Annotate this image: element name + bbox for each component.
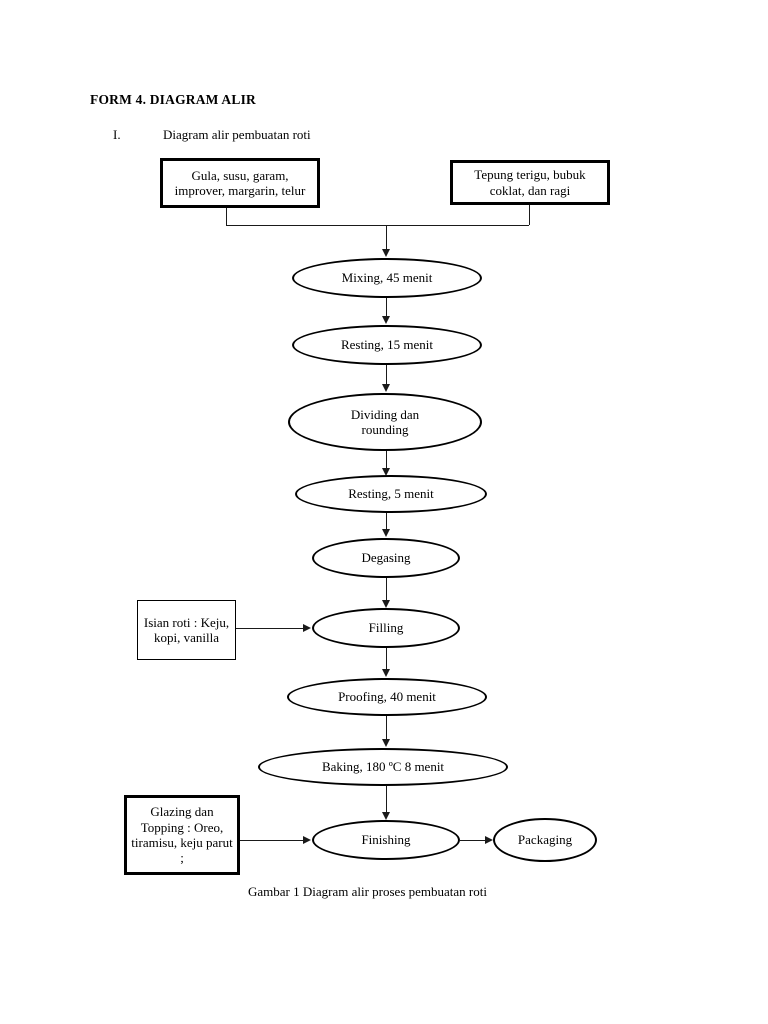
connector-mixing-to-resting1: [386, 298, 387, 317]
flow-node-resting2: Resting, 5 menit: [295, 475, 487, 513]
flow-node-resting1: Resting, 15 menit: [292, 325, 482, 365]
connector-dividing-to-resting2: [386, 451, 387, 469]
arrowhead-to-filling: [382, 600, 390, 608]
connector-merge-to-mixing: [386, 225, 387, 250]
connector-finishing-input-to-finishing: [240, 840, 305, 841]
flow-node-filling-input-label: Isian roti : Keju, kopi, vanilla: [143, 614, 230, 645]
connector-resting2-to-degasing: [386, 513, 387, 530]
flow-node-packaging: Packaging: [493, 818, 597, 862]
flow-node-finishing-input: Glazing dan Topping : Oreo, tiramisu, ke…: [124, 795, 240, 875]
flow-node-filling-label: Filling: [368, 620, 404, 636]
flow-node-resting1-label: Resting, 15 menit: [340, 337, 434, 353]
flow-node-filling: Filling: [312, 608, 460, 648]
arrowhead-to-mixing: [382, 249, 390, 257]
flow-node-input-wet: Gula, susu, garam, improver, margarin, t…: [160, 158, 320, 208]
arrowhead-to-resting2: [382, 468, 390, 476]
flow-node-baking-label: Baking, 180 ºC 8 menit: [321, 759, 445, 775]
flow-node-input-dry-label: Tepung terigu, bubuk coklat, dan ragi: [474, 167, 586, 198]
flow-node-dividing-label: Dividing dan rounding: [350, 406, 420, 437]
figure-caption: Gambar 1 Diagram alir proses pembuatan r…: [248, 884, 487, 899]
flow-node-mixing: Mixing, 45 menit: [292, 258, 482, 298]
flow-node-mixing-label: Mixing, 45 menit: [341, 270, 433, 286]
connector-degasing-to-filling: [386, 578, 387, 601]
flow-node-proofing: Proofing, 40 menit: [287, 678, 487, 716]
arrowhead-to-finishing: [382, 812, 390, 820]
arrowhead-to-proofing: [382, 669, 390, 677]
arrowhead-to-filling-side: [303, 624, 311, 632]
flow-node-proofing-label: Proofing, 40 menit: [338, 689, 436, 705]
connector-baking-to-finishing: [386, 786, 387, 813]
connector-filling-input-to-filling: [236, 628, 305, 629]
arrowhead-to-dividing: [382, 384, 390, 392]
flow-node-resting2-label: Resting, 5 menit: [348, 486, 434, 502]
flow-node-filling-input: Isian roti : Keju, kopi, vanilla: [137, 600, 236, 660]
flow-node-finishing-label: Finishing: [361, 832, 411, 848]
flow-node-degasing-label: Degasing: [361, 550, 411, 566]
flow-node-packaging-label: Packaging: [517, 832, 573, 848]
connector-input-wet-down: [226, 208, 227, 225]
connector-finishing-to-packaging: [460, 840, 487, 841]
connector-inputs-merge: [226, 225, 529, 226]
page-title: FORM 4. DIAGRAM ALIR: [90, 92, 256, 107]
flow-node-finishing-input-label: Glazing dan Topping : Oreo, tiramisu, ke…: [131, 804, 233, 866]
flow-node-baking: Baking, 180 ºC 8 menit: [258, 748, 508, 786]
flow-node-input-wet-label: Gula, susu, garam, improver, margarin, t…: [174, 167, 306, 198]
section-title: Diagram alir pembuatan roti: [163, 127, 311, 142]
arrowhead-to-degasing: [382, 529, 390, 537]
section-number: I.: [113, 127, 121, 142]
flow-node-degasing: Degasing: [312, 538, 460, 578]
arrowhead-to-resting1: [382, 316, 390, 324]
arrowhead-to-packaging: [485, 836, 493, 844]
arrowhead-to-finishing-side: [303, 836, 311, 844]
connector-filling-to-proofing: [386, 648, 387, 670]
flow-node-finishing: Finishing: [312, 820, 460, 860]
flow-node-dividing: Dividing dan rounding: [288, 393, 482, 451]
connector-proofing-to-baking: [386, 716, 387, 740]
connector-input-dry-down: [529, 205, 530, 225]
flow-node-input-dry: Tepung terigu, bubuk coklat, dan ragi: [450, 160, 610, 205]
connector-resting1-to-dividing: [386, 365, 387, 385]
arrowhead-to-baking: [382, 739, 390, 747]
